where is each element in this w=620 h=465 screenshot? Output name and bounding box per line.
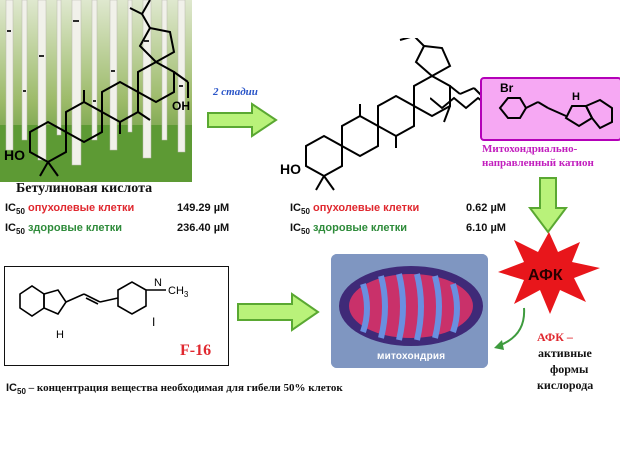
footnote: IC50 – концентрация вещества необходимая… <box>6 382 343 397</box>
mito-caption: митохондрия <box>377 351 446 362</box>
afk-burst: АФК <box>498 232 600 314</box>
down-arrow <box>528 177 568 234</box>
f16-nh-label: H <box>56 329 64 341</box>
cation-caption-2: направленный катион <box>482 157 594 169</box>
mito-cation-structure: Br H <box>498 81 613 130</box>
acid-oh-label: OH <box>172 99 190 113</box>
step-arrow <box>207 102 278 138</box>
f16-structure: H N CH3 I <box>19 277 189 341</box>
right-ic50-healthy: IC50 здоровые клетки <box>290 222 408 237</box>
derivative-oh-label: HO <box>280 161 301 177</box>
f16-n-label: N <box>154 277 162 289</box>
f16-iodide-label: I <box>152 315 155 329</box>
cation-nh-label: H <box>572 91 580 103</box>
left-ic50-healthy: IC50 здоровые клетки <box>5 222 123 237</box>
afk-note-2: активные <box>538 346 592 360</box>
right-ic50-tumor: IC50 опухолевые клетки <box>290 202 420 217</box>
afk-note-1: АФК – <box>537 330 573 344</box>
right-ic50-tumor-value: 0.62 µM <box>466 202 506 214</box>
f16-ch3-label: CH3 <box>168 285 189 299</box>
left-ic50-tumor: IC50 опухолевые клетки <box>5 202 135 217</box>
bromide-label: Br <box>500 81 514 95</box>
afk-note-4: кислорода <box>537 378 594 392</box>
betulinic-acid-name: Бетулиновая кислота <box>16 181 153 196</box>
left-ic50-healthy-value: 236.40 µM <box>177 222 230 234</box>
betulinic-acid-structure: HO OH <box>4 0 190 177</box>
derivative-chain <box>430 96 489 110</box>
mitochondrion-image <box>331 254 488 368</box>
oh-label: HO <box>4 147 25 163</box>
step-label: 2 стадии <box>213 86 258 98</box>
f16-label: F-16 <box>180 342 212 359</box>
f16-arrow <box>237 292 320 332</box>
f16-box <box>4 266 229 366</box>
left-ic50-tumor-value: 149.29 µM <box>177 202 230 214</box>
afk-label: АФК <box>528 267 563 284</box>
afk-note-3: формы <box>550 362 589 376</box>
right-ic50-healthy-value: 6.10 µM <box>466 222 506 234</box>
cation-caption-1: Митохондриально- <box>482 143 578 155</box>
afk-curved-arrow <box>494 307 526 350</box>
